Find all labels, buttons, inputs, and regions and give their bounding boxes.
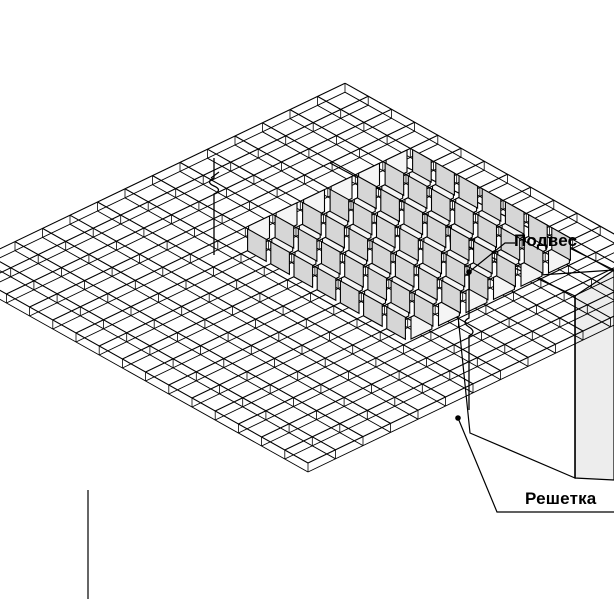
suspension-label: Подвес [514,231,578,250]
detail-grid-cluster [247,148,571,341]
dot-marker [455,415,461,421]
leader-grid [455,415,614,513]
leader-suspension [466,242,515,275]
hanger-icon [464,270,474,410]
grid-label: Решетка [525,489,597,508]
dot-marker [466,269,472,275]
hanger-icon [208,158,220,255]
